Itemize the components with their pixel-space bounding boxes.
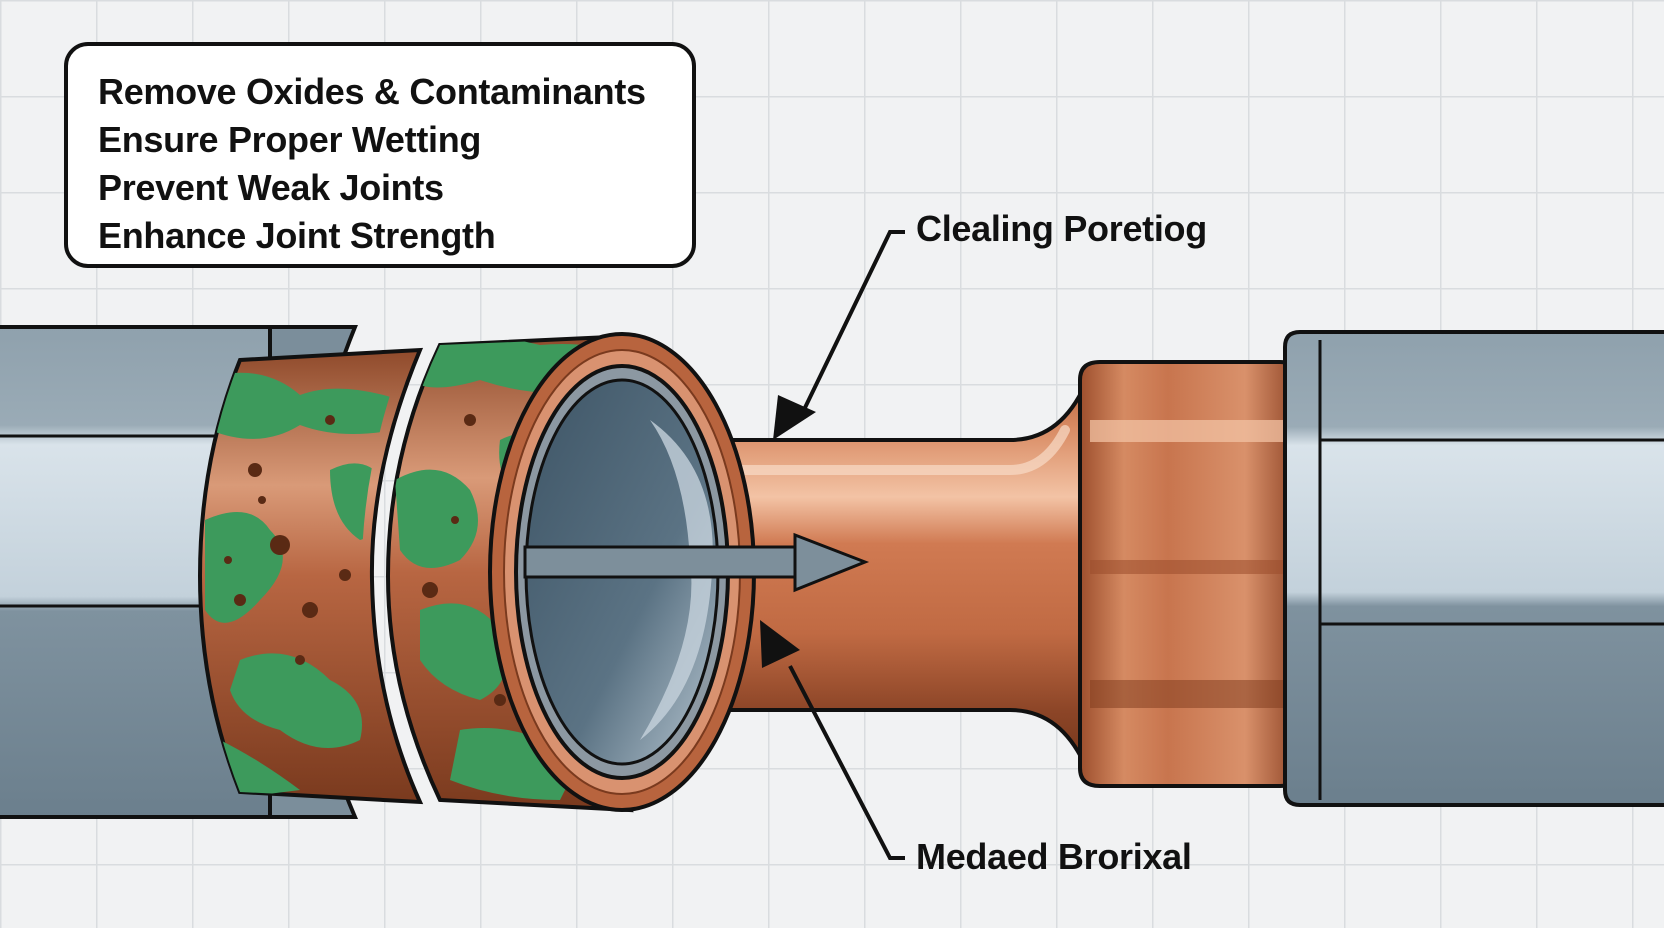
callout-line-3: Prevent Weak Joints: [98, 167, 444, 208]
clean-copper-tube: [698, 375, 1092, 775]
right-steel-pipe: [1283, 330, 1664, 807]
corroded-collar-rear: [197, 347, 424, 805]
label-bottom-area: Medaed Brorixal: [916, 836, 1192, 877]
leader-line-bottom: [760, 620, 905, 860]
corrosion-patches-rear: [200, 372, 400, 800]
insertion-arrow: [523, 532, 870, 593]
callout-line-1: Remove Oxides & Contaminants: [98, 71, 646, 112]
leader-line-top: [773, 230, 905, 440]
copper-fitting-cap: [1078, 360, 1302, 788]
benefits-callout-box: Remove Oxides & Contaminants Ensure Prop…: [64, 42, 696, 268]
callout-line-2: Ensure Proper Wetting: [98, 119, 482, 160]
callout-line-4: Enhance Joint Strength: [98, 215, 496, 256]
label-cleaning-portion: Clealing Poretiog: [916, 208, 1207, 249]
